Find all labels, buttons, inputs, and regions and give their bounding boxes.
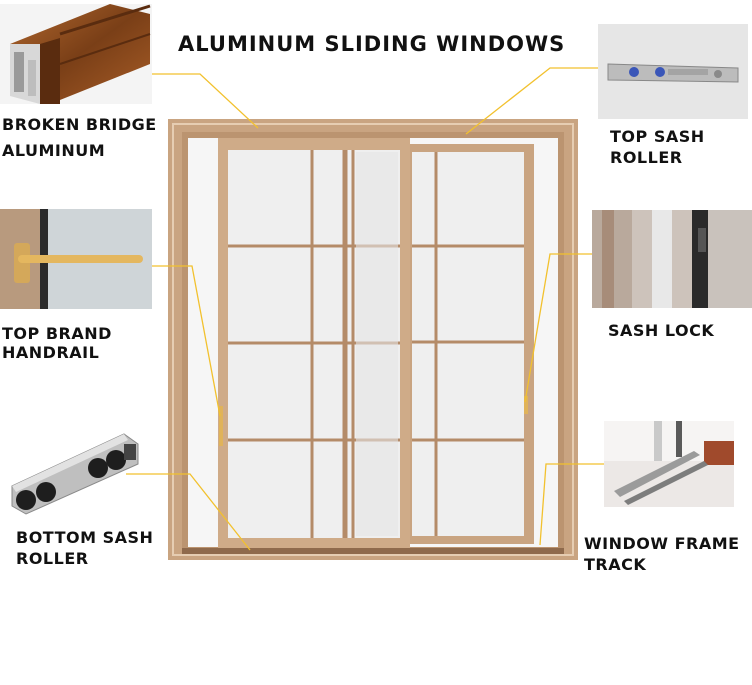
left-handle bbox=[219, 406, 223, 446]
window-frame-track-photo bbox=[604, 421, 734, 507]
label-top-brand-handrail: TOP BRAND HANDRAIL bbox=[2, 324, 112, 362]
top-sash-roller-photo bbox=[598, 24, 748, 119]
diagram-title: ALUMINUM SLIDING WINDOWS bbox=[178, 32, 566, 56]
aluminum-profile-photo bbox=[0, 4, 152, 104]
left-sash bbox=[218, 138, 410, 548]
label-broken-bridge-aluminum: BROKEN BRIDGE ALUMINUM bbox=[2, 115, 157, 160]
label-sash-lock: SASH LOCK bbox=[608, 321, 715, 340]
label-bottom-sash-roller: BOTTOM SASH ROLLER bbox=[16, 528, 154, 568]
right-handle bbox=[524, 396, 528, 414]
sash-lock-photo bbox=[592, 210, 752, 308]
label-top-sash-roller: TOP SASH ROLLER bbox=[610, 127, 705, 167]
bottom-track bbox=[182, 548, 564, 554]
label-window-frame-track: WINDOW FRAME TRACK bbox=[584, 534, 740, 574]
right-sash bbox=[404, 144, 534, 544]
handrail-photo bbox=[0, 209, 152, 309]
bottom-sash-roller-photo bbox=[6, 424, 142, 516]
leader-lines bbox=[126, 67, 604, 551]
